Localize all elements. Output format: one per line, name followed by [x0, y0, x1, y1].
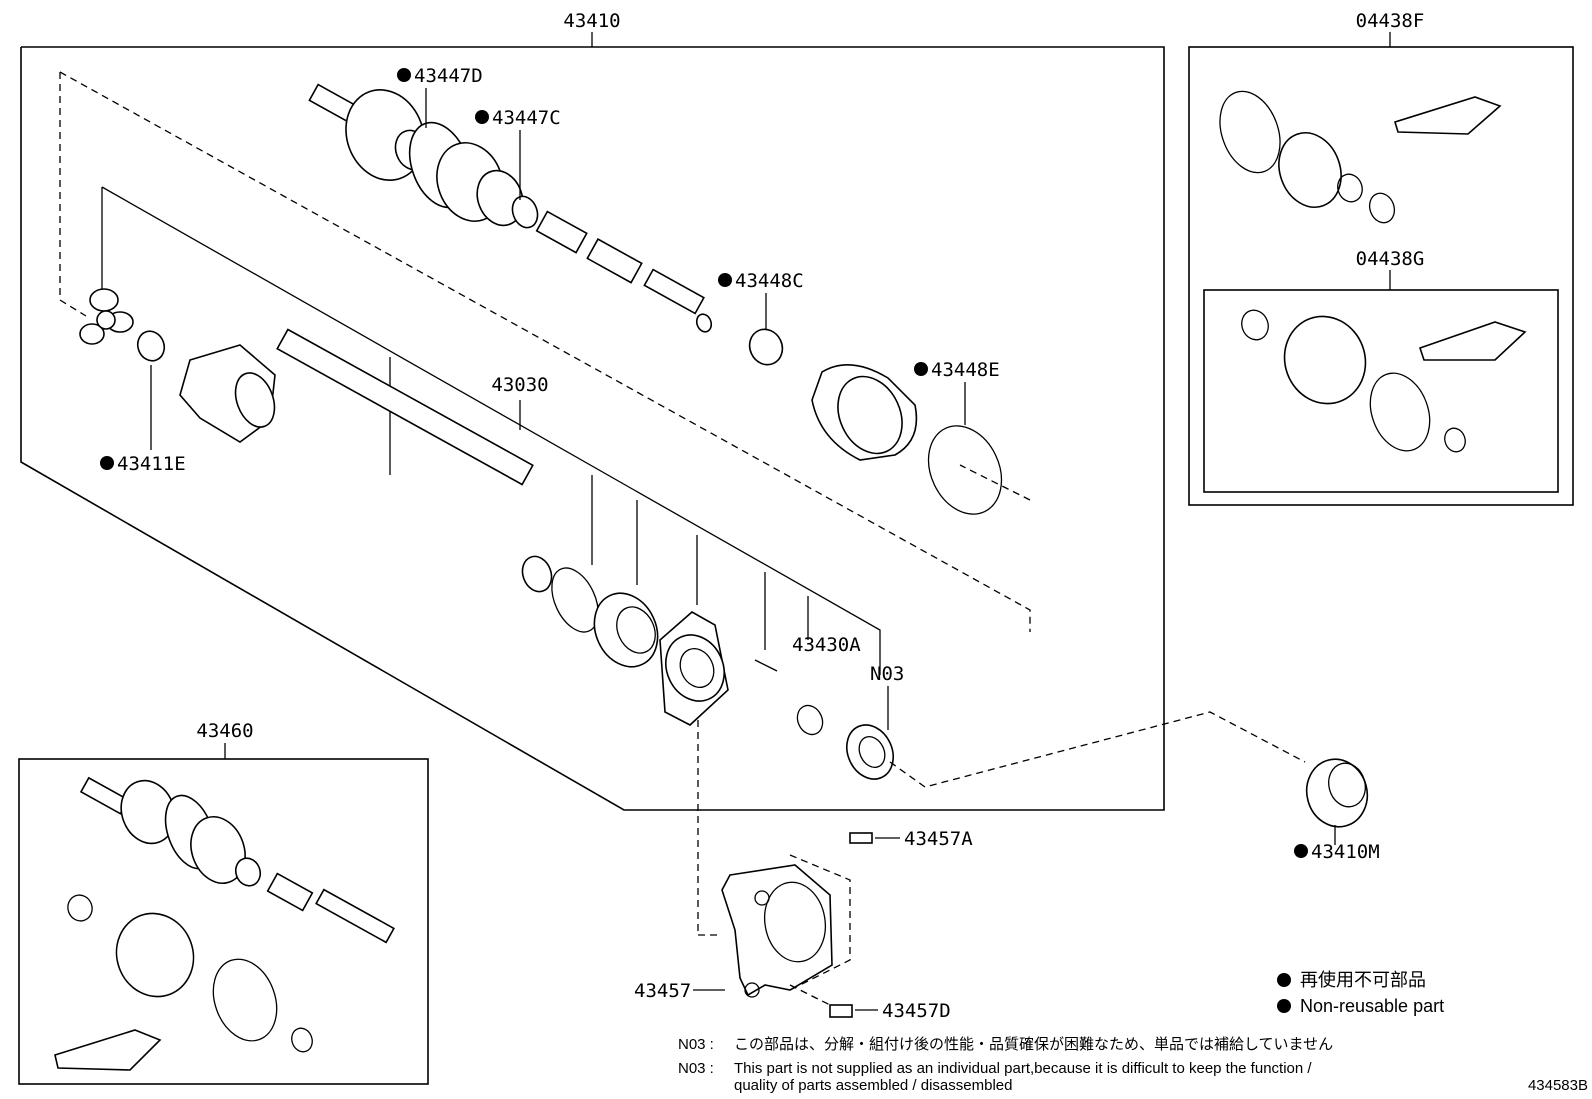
note-jp: この部品は、分解・組付け後の性能・品質確保が困難なため、単品では補給していません [734, 1035, 1333, 1053]
label-43457: 43457 [634, 980, 691, 1002]
label-43447c: 43447C [492, 107, 561, 129]
label-43410m: 43410M [1311, 841, 1380, 863]
note-en-line1: This part is not supplied as an individu… [734, 1060, 1312, 1077]
label-43410: 43410 [563, 10, 620, 32]
notes: N03 : この部品は、分解・組付け後の性能・品質確保が困難なため、単品では補給… [678, 1035, 1333, 1094]
snap-ring-43411e [136, 330, 166, 450]
label-43448c: 43448C [735, 270, 804, 292]
label-43430a: 43430A [792, 634, 861, 656]
non-reusable-dot-icon [100, 456, 114, 470]
part-43410m [1305, 758, 1369, 845]
legend-en: Non-reusable part [1300, 996, 1444, 1016]
note-jp-code: N03 : [678, 1036, 714, 1053]
non-reusable-dot-icon [718, 273, 732, 287]
kit-box-04438g [1203, 289, 1559, 493]
outer-drive-shaft [308, 83, 713, 333]
label-43447d: 43447D [414, 65, 483, 87]
bolt-43457d [789, 984, 878, 1018]
label-43448e: 43448E [931, 359, 1000, 381]
label-43030: 43030 [491, 374, 548, 396]
legend-jp: 再使用不可部品 [1300, 970, 1426, 990]
note-en-line2: quality of parts assembled / disassemble… [734, 1077, 1012, 1094]
label-43457d: 43457D [882, 1000, 951, 1022]
non-reusable-dot-icon [1294, 844, 1308, 858]
label-43411e: 43411E [117, 453, 186, 475]
label-n03: N03 [870, 663, 904, 685]
non-reusable-dot-icon [1277, 999, 1291, 1013]
kit-box-43460 [18, 743, 429, 1085]
assembly-frame-43410 [20, 32, 1165, 811]
label-43460: 43460 [196, 720, 253, 742]
label-43457a: 43457A [904, 828, 973, 850]
boot-and-clamps [748, 328, 1003, 515]
label-04438g: 04438G [1356, 248, 1425, 270]
bolt-43457a [849, 832, 900, 844]
label-04438f: 04438F [1356, 10, 1425, 32]
non-reusable-dot-icon [397, 68, 411, 82]
non-reusable-dot-icon [475, 110, 489, 124]
non-reusable-dot-icon [1277, 973, 1291, 987]
bearing-bracket-43457 [698, 854, 851, 998]
tripod-joint [79, 288, 134, 345]
legend: 再使用不可部品 Non-reusable part [1277, 970, 1444, 1016]
leader-43410m [889, 711, 1306, 788]
note-en-code: N03 : [678, 1060, 714, 1077]
figure-id: 434583B [1528, 1077, 1588, 1094]
inner-drive-shaft-43030 [179, 328, 553, 593]
kit-box-04438f [1188, 32, 1574, 506]
non-reusable-dot-icon [914, 362, 928, 376]
shaft-bearing-parts [551, 567, 894, 780]
